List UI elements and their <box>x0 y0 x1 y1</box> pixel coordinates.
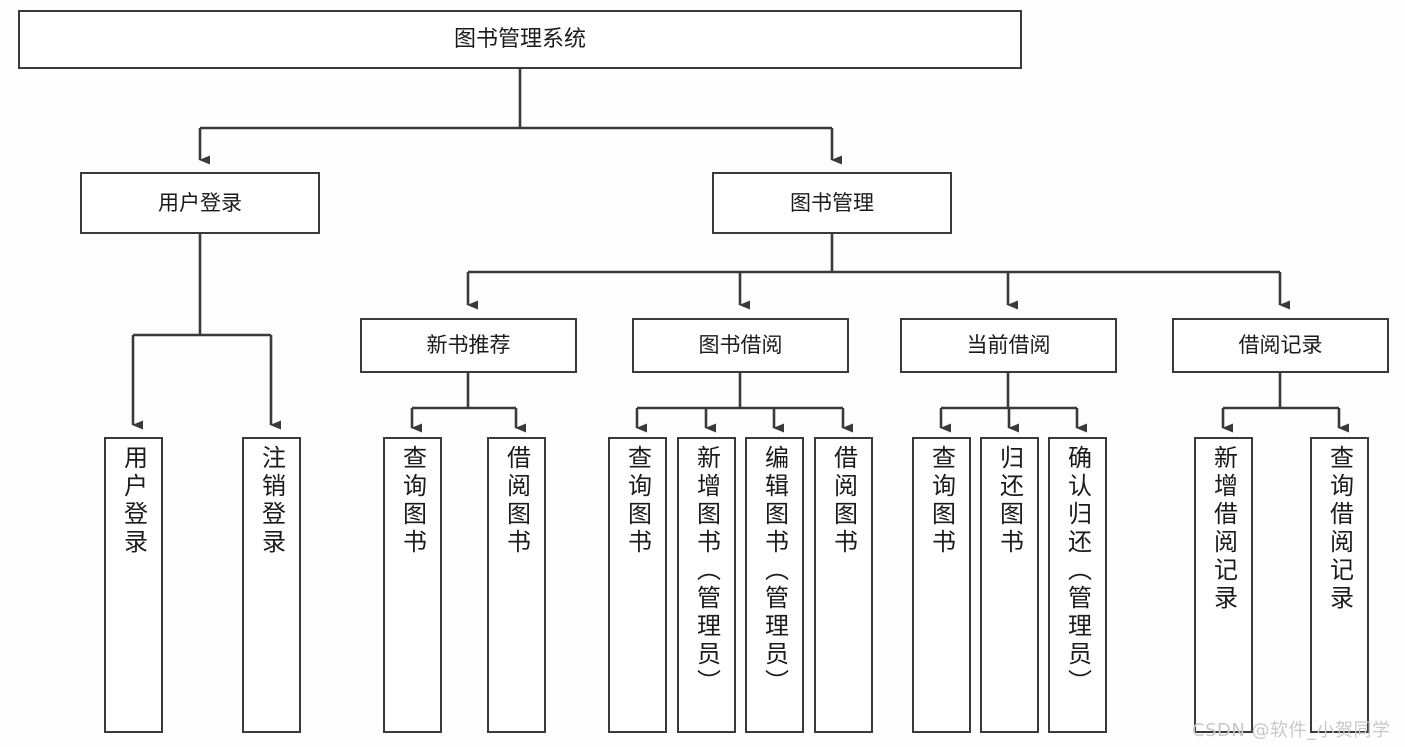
node-current-borrow[interactable]: 当前借阅 <box>900 318 1117 373</box>
node-leaf-edit-book[interactable]: 编辑图书（管理员） <box>745 437 804 733</box>
node-leaf-add-record[interactable]: 新增借阅记录 <box>1194 437 1253 733</box>
node-leaf-query-book-2[interactable]: 查询图书 <box>608 437 667 733</box>
node-leaf-confirm-return-label: 确认归还（管理员） <box>1063 445 1092 697</box>
node-leaf-borrow-book-2[interactable]: 借阅图书 <box>814 437 873 733</box>
node-book-borrow-label: 图书借阅 <box>698 333 783 358</box>
node-leaf-query-record[interactable]: 查询借阅记录 <box>1310 437 1369 733</box>
node-leaf-query-book-1[interactable]: 查询图书 <box>383 437 442 733</box>
node-leaf-borrow-book-1-label: 借阅图书 <box>502 445 531 557</box>
node-leaf-confirm-return[interactable]: 确认归还（管理员） <box>1048 437 1107 733</box>
node-leaf-query-book-3[interactable]: 查询图书 <box>912 437 971 733</box>
node-borrow-record[interactable]: 借阅记录 <box>1172 318 1389 373</box>
node-current-borrow-label: 当前借阅 <box>966 333 1051 358</box>
node-user-login[interactable]: 用户登录 <box>80 172 320 234</box>
node-leaf-query-book-3-label: 查询图书 <box>927 445 956 557</box>
node-root-label: 图书管理系统 <box>453 26 586 52</box>
node-new-book-recommend[interactable]: 新书推荐 <box>360 318 577 373</box>
node-leaf-borrow-book-1[interactable]: 借阅图书 <box>487 437 546 733</box>
node-leaf-query-record-label: 查询借阅记录 <box>1325 445 1354 613</box>
node-leaf-query-book-2-label: 查询图书 <box>623 445 652 557</box>
node-book-borrow[interactable]: 图书借阅 <box>632 318 849 373</box>
node-leaf-return-book-label: 归还图书 <box>995 445 1024 557</box>
csdn-watermark: CSDN @软件_小贺同学 <box>1192 720 1391 741</box>
node-leaf-user-login-label: 用户登录 <box>119 445 148 557</box>
node-borrow-record-label: 借阅记录 <box>1238 333 1323 358</box>
node-user-login-label: 用户登录 <box>158 190 242 215</box>
node-leaf-borrow-book-2-label: 借阅图书 <box>829 445 858 557</box>
node-leaf-return-book[interactable]: 归还图书 <box>980 437 1039 733</box>
node-leaf-user-login[interactable]: 用户登录 <box>104 437 163 733</box>
node-leaf-add-record-label: 新增借阅记录 <box>1209 445 1238 613</box>
node-leaf-add-book-label: 新增图书（管理员） <box>692 445 721 697</box>
node-root[interactable]: 图书管理系统 <box>18 10 1022 69</box>
node-leaf-query-book-1-label: 查询图书 <box>398 445 427 557</box>
node-leaf-user-logout[interactable]: 注销登录 <box>242 437 301 733</box>
node-leaf-edit-book-label: 编辑图书（管理员） <box>760 445 789 697</box>
node-book-management[interactable]: 图书管理 <box>712 172 952 234</box>
node-leaf-add-book[interactable]: 新增图书（管理员） <box>677 437 736 733</box>
node-new-book-recommend-label: 新书推荐 <box>426 333 511 358</box>
node-leaf-user-logout-label: 注销登录 <box>257 445 286 557</box>
node-book-management-label: 图书管理 <box>790 190 874 215</box>
